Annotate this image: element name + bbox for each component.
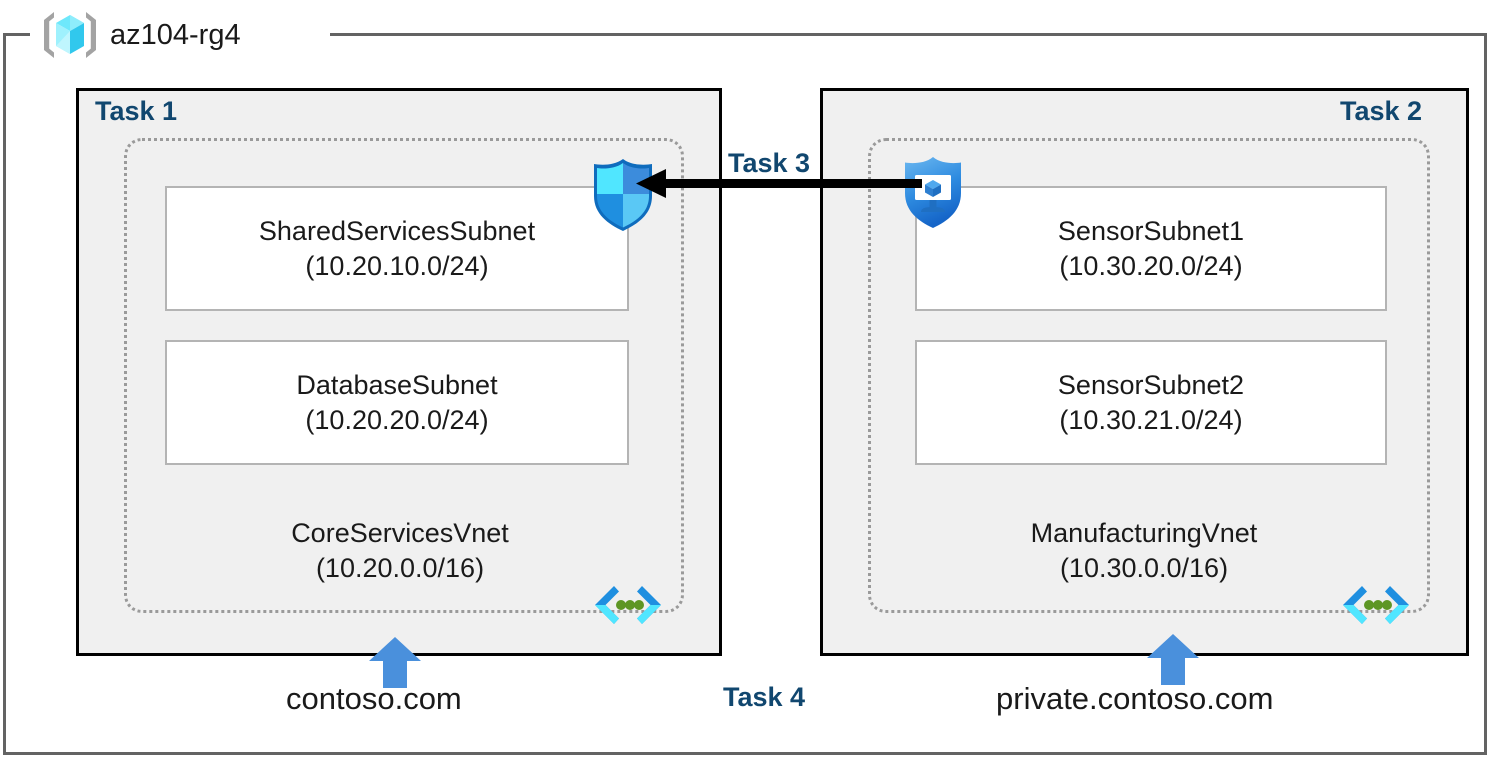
- dns-zone-contoso: contoso.com: [286, 681, 462, 716]
- resource-group-container: [3, 33, 1487, 755]
- resource-group-cube-icon: [40, 8, 100, 62]
- subnet-name: SensorSubnet2: [1057, 369, 1245, 400]
- dns-up-arrow-icon: [1145, 632, 1201, 687]
- vnet-name: ManufacturingVnet: [1030, 518, 1258, 548]
- vnet-core-services: [124, 138, 684, 613]
- dns-up-arrow-icon: [367, 635, 423, 690]
- subnet-name: SharedServicesSubnet: [258, 215, 536, 246]
- vnet-manufacturing-caption: ManufacturingVnet (10.30.0.0/16): [884, 516, 1404, 585]
- subnet-cidr: (10.20.20.0/24): [305, 404, 489, 435]
- subnet-sensor-1: SensorSubnet1 (10.30.20.0/24): [915, 186, 1387, 311]
- subnet-cidr: (10.20.10.0/24): [305, 250, 489, 281]
- vnet-core-services-caption: CoreServicesVnet (10.20.0.0/16): [140, 516, 660, 585]
- subnet-sensor-2: SensorSubnet2 (10.30.21.0/24): [915, 340, 1387, 465]
- virtual-network-icon: [592, 584, 664, 626]
- dns-zone-private-contoso: private.contoso.com: [996, 681, 1274, 716]
- peering-arrow-left-icon: [636, 168, 922, 200]
- shield-firewall-icon: [586, 156, 660, 234]
- vnet-manufacturing: [868, 138, 1430, 613]
- subnet-cidr: (10.30.20.0/24): [1059, 250, 1243, 281]
- vnet-cidr: (10.20.0.0/16): [315, 552, 485, 583]
- task-4-label: Task 4: [723, 682, 806, 712]
- vnet-cidr: (10.30.0.0/16): [1059, 552, 1229, 583]
- subnet-name: DatabaseSubnet: [296, 369, 498, 400]
- subnet-cidr: (10.30.21.0/24): [1059, 404, 1243, 435]
- virtual-network-icon: [1340, 584, 1412, 626]
- task-2-label: Task 2: [1340, 96, 1423, 126]
- vm-security-shield-icon: [898, 155, 968, 231]
- subnet-name: SensorSubnet1: [1057, 215, 1245, 246]
- task-1-label: Task 1: [95, 96, 178, 126]
- resource-group-name: az104-rg4: [110, 18, 241, 51]
- subnet-database: DatabaseSubnet (10.20.20.0/24): [165, 340, 629, 465]
- resource-group-header: az104-rg4: [40, 6, 241, 64]
- task-3-label: Task 3: [722, 148, 817, 179]
- vnet-name: CoreServicesVnet: [291, 518, 509, 548]
- subnet-shared-services: SharedServicesSubnet (10.20.10.0/24): [165, 186, 629, 311]
